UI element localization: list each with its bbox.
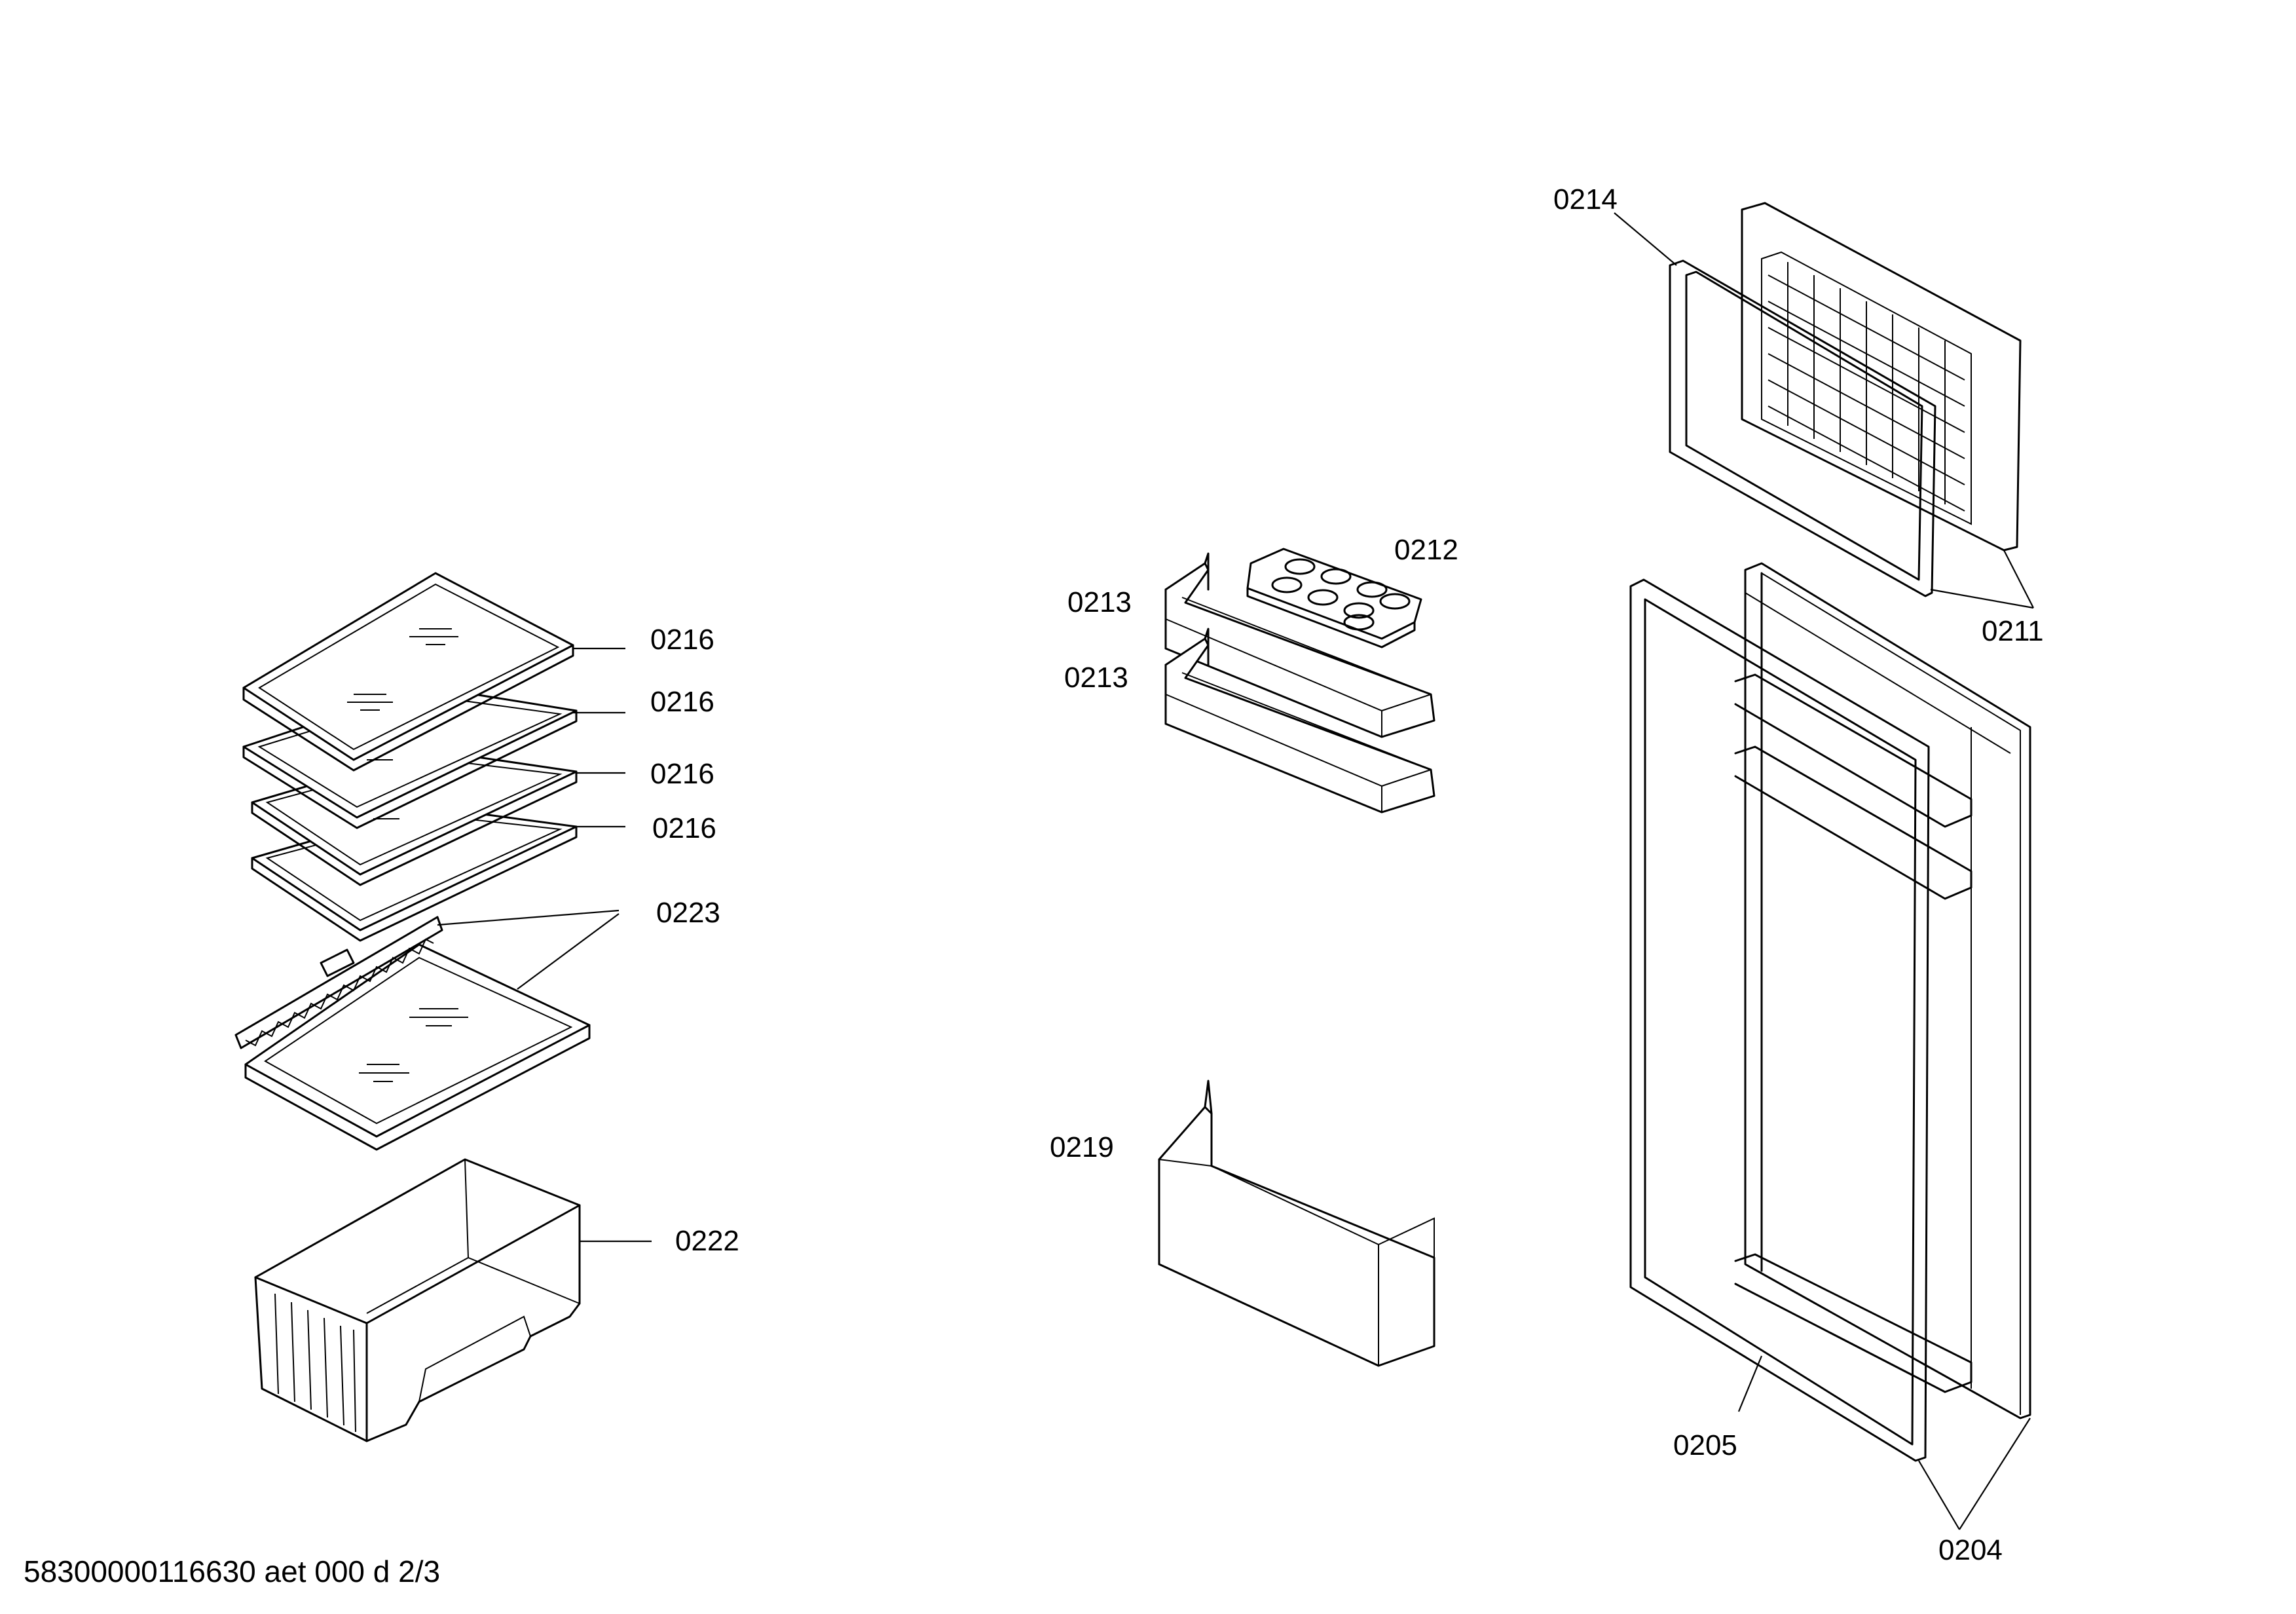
callout-0213-lower: 0213 <box>1064 662 1128 694</box>
callout-0211: 0211 <box>1982 615 2044 647</box>
callout-0222: 0222 <box>675 1225 739 1257</box>
callout-0216-4: 0216 <box>652 812 716 844</box>
crisper-cover-shelf <box>234 916 591 1151</box>
crisper-drawer <box>254 1158 581 1442</box>
freezer-door-inner <box>1741 202 2022 552</box>
leader-lines <box>437 212 2034 1530</box>
callout-0214: 0214 <box>1553 183 1618 216</box>
callout-0213-upper: 0213 <box>1067 586 1132 618</box>
door-shelf-lower <box>1164 628 1435 814</box>
callout-0205: 0205 <box>1673 1429 1737 1461</box>
callout-0223: 0223 <box>656 897 720 929</box>
shelf-rail <box>234 916 443 1049</box>
callout-0216-2: 0216 <box>650 686 714 718</box>
document-code: 58300000116630 aet 000 d 2/3 <box>24 1554 441 1588</box>
door-shelf-upper <box>1164 552 1435 738</box>
callout-0216-3: 0216 <box>650 758 714 790</box>
egg-tray <box>1246 548 1422 648</box>
callout-0219: 0219 <box>1050 1131 1114 1163</box>
callout-0216-1: 0216 <box>650 624 714 656</box>
glass-shelf-stack <box>242 572 578 942</box>
bottle-shelf <box>1158 1079 1435 1367</box>
callout-0212: 0212 <box>1394 534 1458 566</box>
rail-clip <box>320 948 355 977</box>
fridge-door-gasket <box>1629 578 1930 1462</box>
glass-shelf-1 <box>242 572 574 819</box>
callout-0204: 0204 <box>1938 1534 2003 1566</box>
fridge-door-inner <box>1734 562 2031 1419</box>
freezer-door-gasket <box>1669 259 1936 597</box>
